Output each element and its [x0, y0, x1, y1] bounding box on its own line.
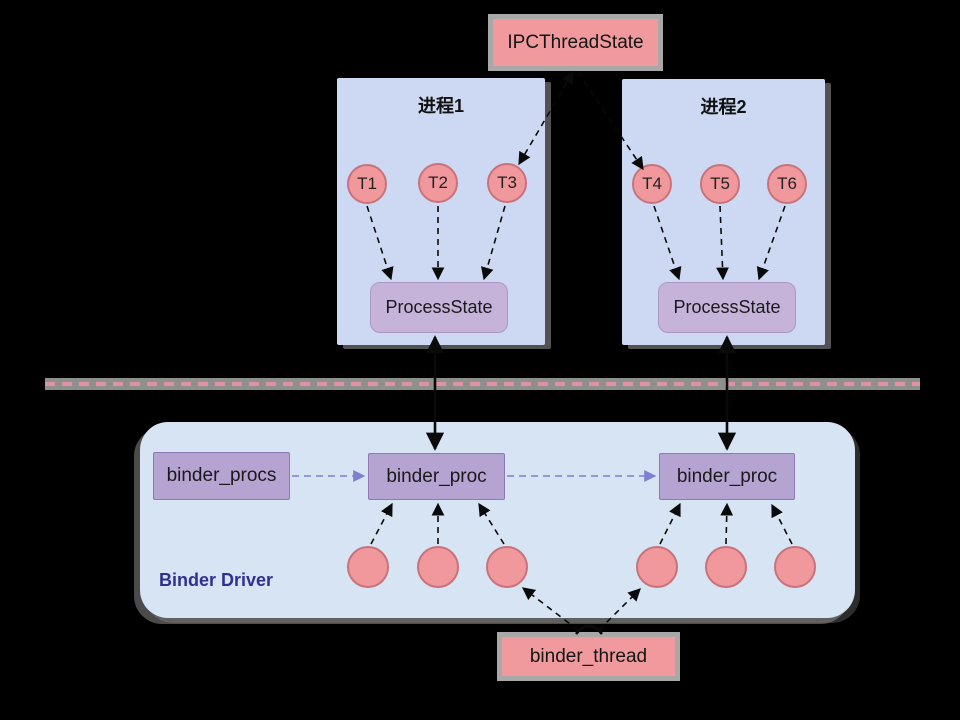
binder-proc-box-right: binder_proc [659, 453, 795, 500]
binder-driver-label: Binder Driver [159, 570, 274, 590]
ipcthreadstate-label: IPCThreadState [507, 31, 644, 53]
thread-circle-t4: T4 [632, 164, 672, 204]
thread-label-t5: T5 [710, 174, 730, 193]
thread-label-t1: T1 [357, 174, 377, 193]
binder-proc-label-right: binder_proc [676, 465, 778, 487]
processstate-label-1: ProcessState [385, 297, 493, 317]
thread-circle-t1: T1 [347, 164, 387, 204]
thread-circle-t3: T3 [487, 163, 527, 203]
binder-thread-box: binder_thread [497, 632, 680, 681]
binder-procs-label: binder_procs [166, 465, 277, 486]
thread-label-t2: T2 [428, 173, 448, 192]
processstate-box-2: ProcessState [658, 282, 796, 333]
binder-thread-circle-1 [347, 546, 389, 588]
binder-proc-box-left: binder_proc [368, 453, 505, 500]
processstate-box-1: ProcessState [370, 282, 508, 333]
thread-circle-t6: T6 [767, 164, 807, 204]
binder-thread-circle-5 [705, 546, 747, 588]
divider-dashes [45, 382, 920, 386]
binder-thread-label: binder_thread [529, 645, 648, 667]
binder-procs-box: binder_procs [153, 452, 290, 500]
binder-thread-circle-3 [486, 546, 528, 588]
thread-label-t3: T3 [497, 173, 517, 192]
ipcthreadstate-box: IPCThreadState [488, 14, 663, 71]
user-kernel-divider [45, 378, 920, 390]
binder-thread-circle-2 [417, 546, 459, 588]
thread-label-t6: T6 [777, 174, 797, 193]
process2-title: 进程2 [700, 97, 747, 117]
processstate-label-2: ProcessState [673, 297, 781, 317]
thread-label-t4: T4 [642, 174, 662, 193]
thread-circle-t5: T5 [700, 164, 740, 204]
binder-thread-circle-4 [636, 546, 678, 588]
thread-circle-t2: T2 [418, 163, 458, 203]
process1-title: 进程1 [417, 96, 464, 116]
binder-proc-label-left: binder_proc [386, 465, 487, 487]
binder-thread-circle-6 [774, 546, 816, 588]
